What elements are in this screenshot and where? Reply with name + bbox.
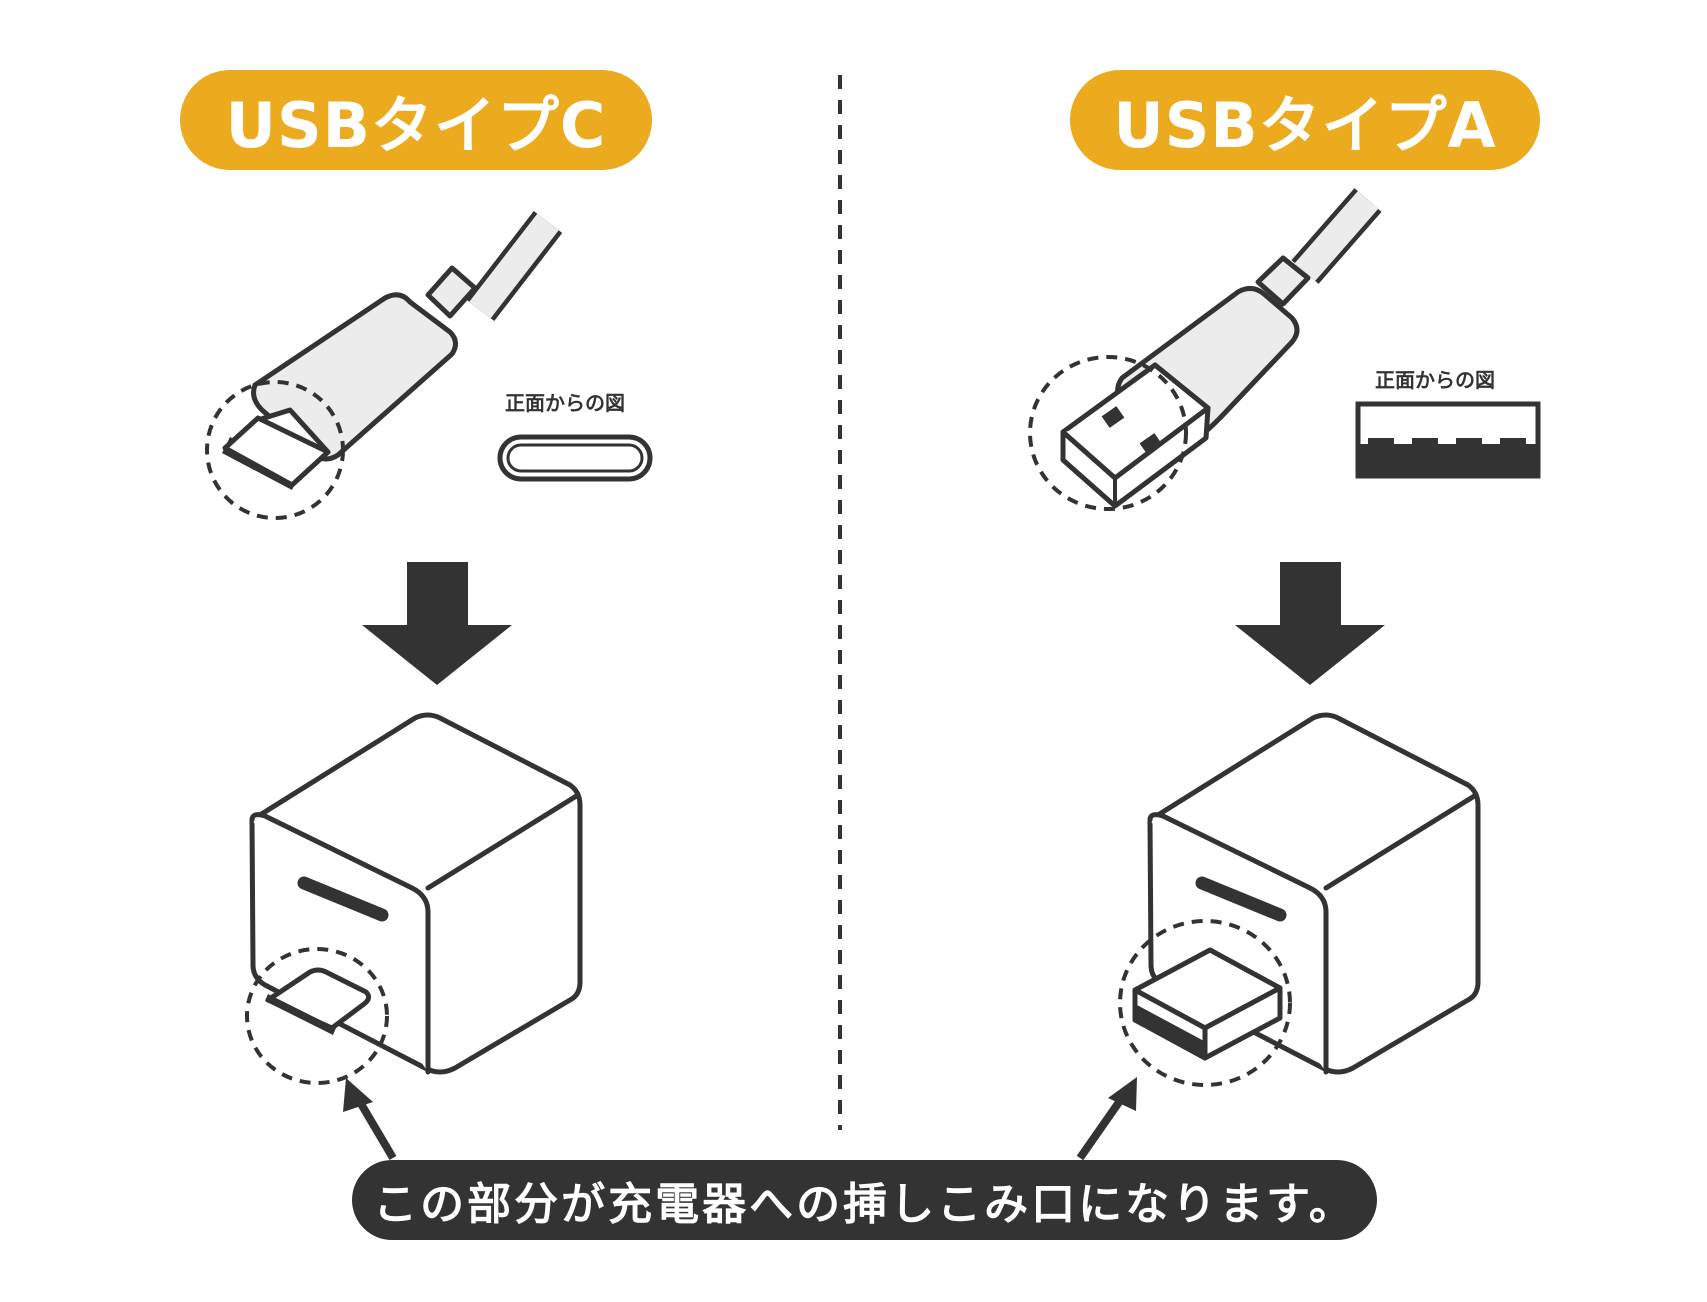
insertion-port-note: この部分が充電器への挿しこみ口になります。 [352,1160,1377,1240]
charger-left [249,712,583,1075]
down-arrow-right [1235,562,1385,685]
usb-c-front-view [497,434,653,482]
usb-c-cable-illustration [222,210,563,490]
down-arrow-left [362,562,512,685]
pointer-arrow-right [1076,1092,1128,1161]
pointer-arrow-left [353,1094,397,1161]
usb-a-cable-illustration [1060,188,1382,509]
charger-right-highlight-circle [1118,919,1292,1087]
charger-left-highlight-circle [245,947,389,1085]
usb-c-front-view-label: 正面からの図 [505,391,625,415]
usb-c-title-badge: USBタイプC [180,70,652,170]
usb-a-front-view [1355,401,1541,479]
usb-a-front-view-label: 正面からの図 [1375,368,1495,392]
usb-c-highlight-circle [205,380,345,520]
charger-right [1132,712,1481,1075]
usb-a-title-badge: USBタイプA [1070,70,1540,170]
usb-a-highlight-circle [1028,355,1188,511]
